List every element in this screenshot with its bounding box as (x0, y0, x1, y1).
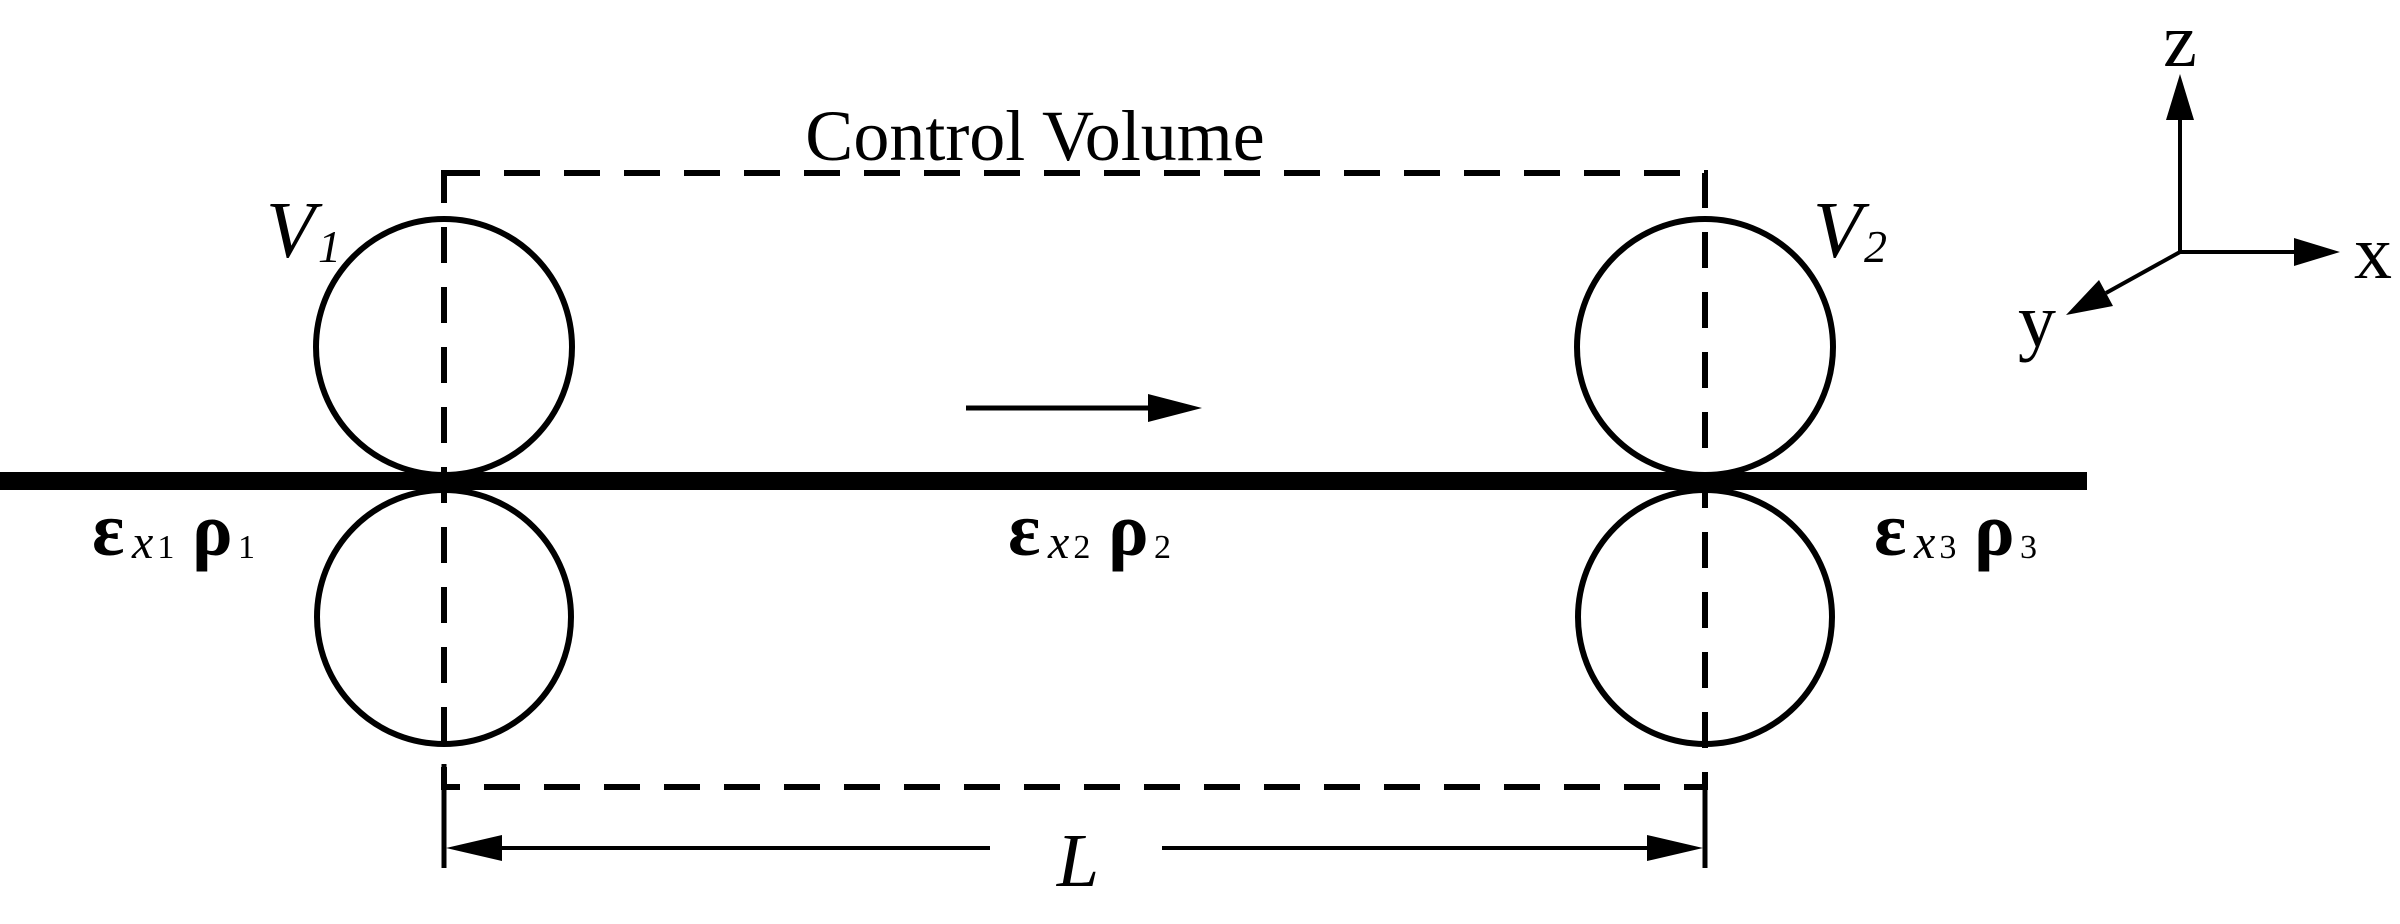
dimension-arrowhead-right (1647, 835, 1703, 861)
roller-right-top (1574, 216, 1836, 478)
axis-x-arrowhead (2294, 238, 2340, 266)
axis-y-line (2105, 250, 2181, 295)
right-roller-velocity-label: V 2 (1813, 187, 1887, 275)
coordinate-axes: z x y (2018, 0, 2392, 363)
roller-left-bottom (314, 487, 574, 747)
diagram-title: Control Volume (805, 96, 1264, 176)
length-dimension: L (441, 764, 1708, 903)
strip-line (0, 472, 2087, 490)
flow-direction-arrow (966, 394, 1202, 422)
dimension-arrowhead-left (446, 835, 502, 861)
axis-z-label: z (2163, 0, 2197, 83)
left-roller-velocity-label: V 1 (266, 187, 341, 275)
roller-right-bottom (1575, 487, 1835, 747)
upstream-state-label: ε x 1 ρ 1 (92, 488, 255, 572)
inside-state-label: ε x 2 ρ 2 (1008, 488, 1171, 572)
roller-left-top (313, 216, 575, 478)
axis-y-arrowhead (2066, 280, 2113, 315)
flow-arrow-head (1148, 394, 1202, 422)
axis-z-arrowhead (2166, 74, 2194, 120)
axis-y-label: y (2018, 279, 2056, 363)
dimension-label: L (1056, 819, 1099, 903)
downstream-state-label: ε x 3 ρ 3 (1874, 488, 2037, 572)
control-volume-boundary (441, 170, 1708, 790)
axis-x-label: x (2354, 211, 2392, 295)
